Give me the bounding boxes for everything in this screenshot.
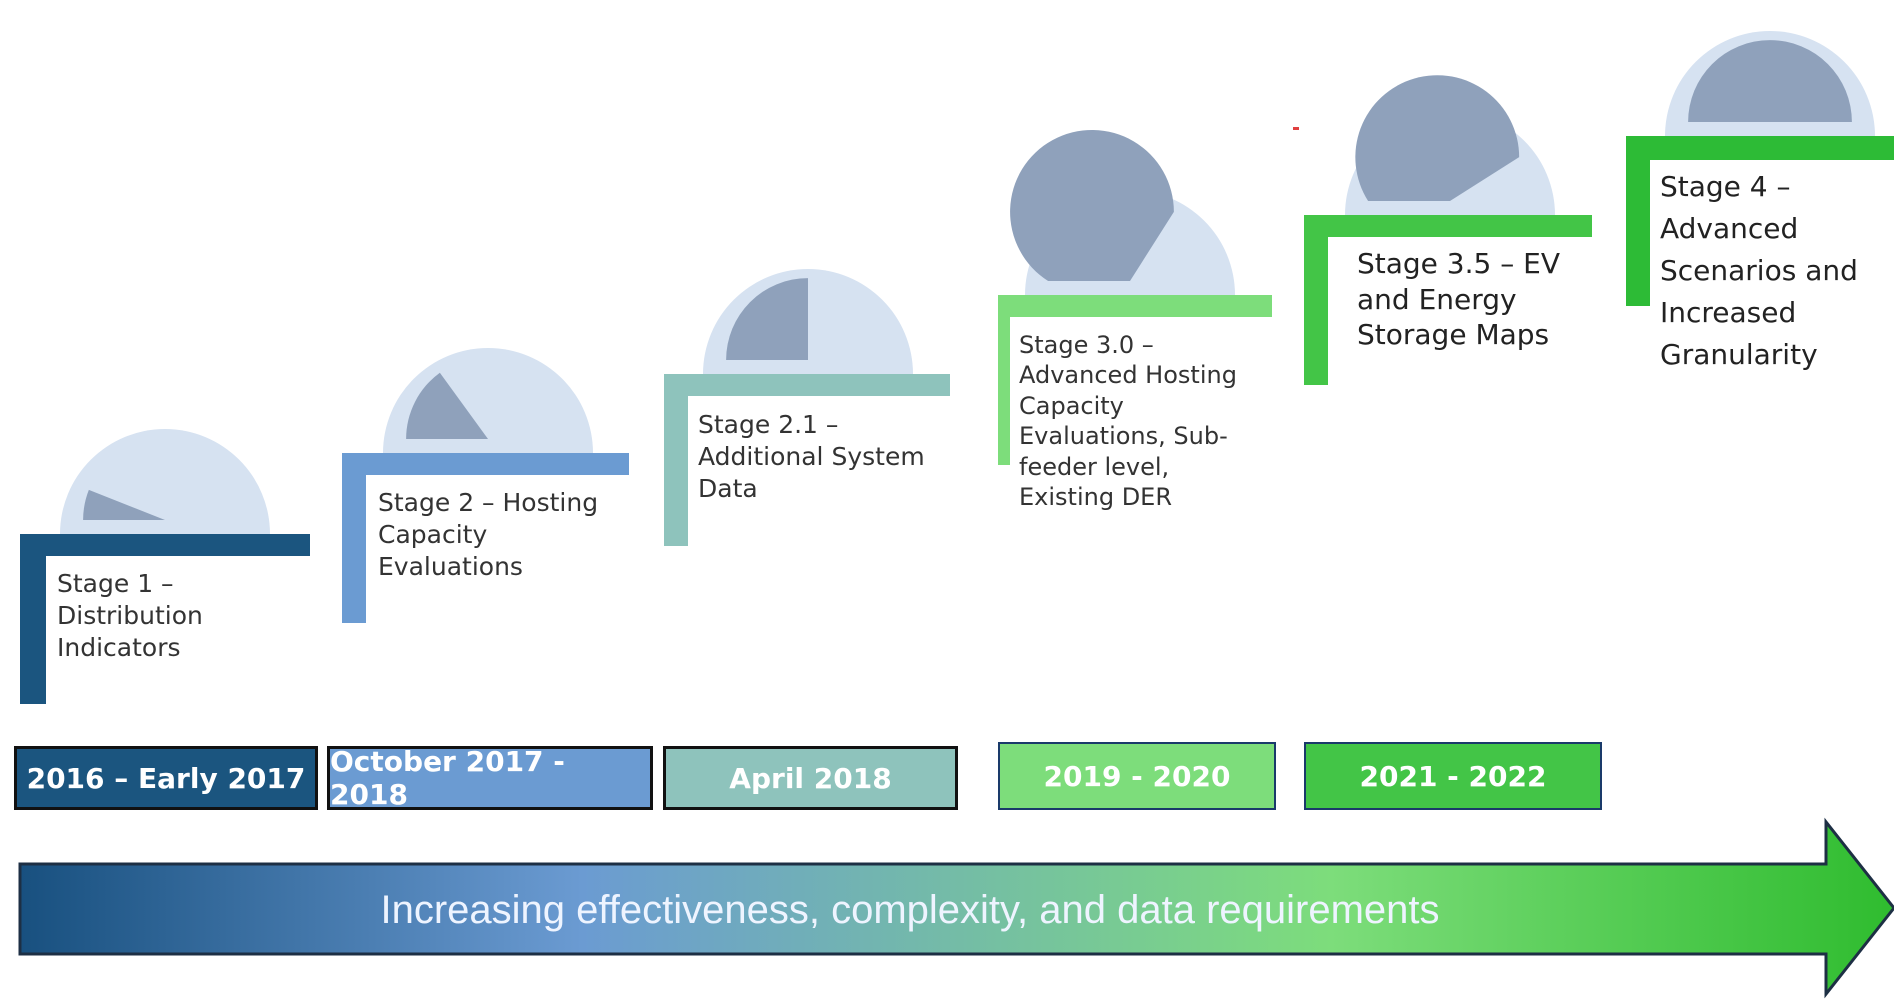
date-box-2: October 2017 - 2018 — [327, 745, 653, 811]
gauge-needle-fill — [1010, 129, 1174, 281]
stage-3-label: Stage 2.1 – Additional System Data — [698, 410, 925, 503]
stage-2-bracket-side — [342, 453, 366, 623]
date-box-3-label: April 2018 — [729, 761, 892, 795]
date-box-2-label: October 2017 - 2018 — [330, 745, 565, 811]
stage-4-bracket-side — [998, 295, 1010, 465]
gauge-needle-fill — [726, 278, 808, 360]
stage-4-bracket-top — [998, 295, 1272, 317]
stage-6-label: Stage 4 – Advanced Scenarios and Increas… — [1660, 170, 1858, 371]
stage-1-label: Stage 1 – Distribution Indicators — [57, 569, 203, 662]
stage-4-label: Stage 3.0 – Advanced Hosting Capacity Ev… — [1019, 331, 1237, 512]
stage-6-bracket-top — [1626, 136, 1894, 160]
stage-5-bracket-top — [1304, 215, 1592, 237]
red-speck — [1293, 127, 1299, 130]
stage-4-gauge — [1010, 129, 1235, 295]
stage-5-gauge — [1345, 75, 1555, 215]
date-box-1-label: 2016 – Early 2017 — [26, 761, 306, 795]
date-box-4-label: 2019 - 2020 — [1043, 759, 1231, 793]
gauge-needle-fill — [406, 372, 488, 439]
stage-5-bracket-side — [1304, 215, 1328, 385]
date-box-5: 2021 - 2022 — [1304, 742, 1602, 810]
stage-2-label: Stage 2 – Hosting Capacity Evaluations — [378, 488, 599, 581]
stage-3-bracket — [664, 374, 950, 546]
stage-6-bracket — [1626, 136, 1894, 306]
stage-5-bracket — [1304, 215, 1592, 385]
gauge-needle-fill — [83, 489, 165, 520]
date-box-4: 2019 - 2020 — [998, 742, 1276, 810]
date-box-3: April 2018 — [663, 746, 958, 810]
stage-5-label: Stage 3.5 – EV and Energy Storage Maps — [1357, 247, 1560, 352]
gauge-needle-fill — [1355, 75, 1520, 201]
stage-2-gauge — [383, 348, 593, 453]
stage-4-bracket — [998, 295, 1272, 465]
date-box-5-label: 2021 - 2022 — [1359, 759, 1547, 793]
gauge-needle-fill — [1688, 40, 1852, 122]
progress-arrow-shape — [18, 817, 1894, 999]
stage-3-bracket-top — [664, 374, 950, 396]
progress-arrow-label: Increasing effectiveness, complexity, an… — [380, 888, 1440, 932]
stage-2-bracket-top — [342, 453, 629, 475]
stage-6-gauge — [1665, 31, 1875, 136]
stage-1-bracket-side — [20, 534, 46, 704]
stage-1-bracket-top — [20, 534, 310, 556]
stage-1-gauge — [60, 429, 270, 534]
stage-3-bracket-side — [664, 374, 688, 546]
stage-3-gauge — [703, 269, 913, 374]
stage-1-bracket — [20, 534, 310, 704]
stage-2-bracket — [342, 453, 629, 623]
stage-6-bracket-side — [1626, 136, 1650, 306]
date-box-1: 2016 – Early 2017 — [14, 746, 318, 810]
